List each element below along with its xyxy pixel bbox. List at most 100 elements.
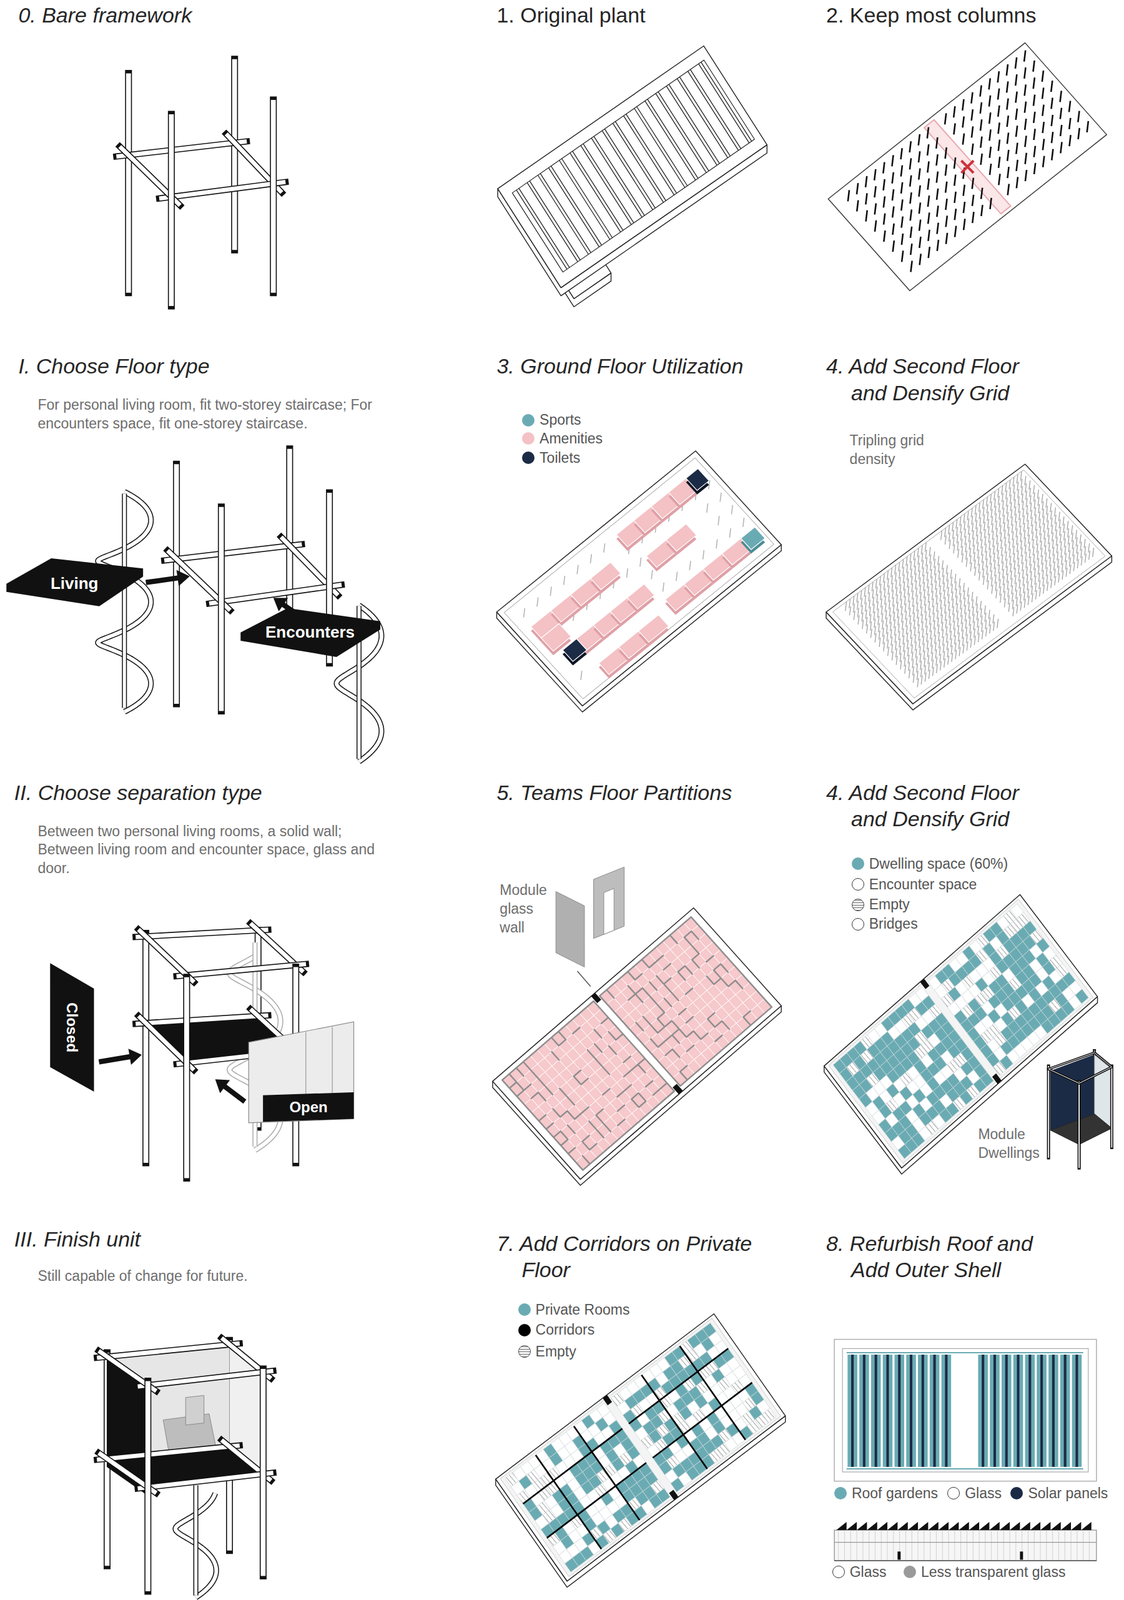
room-block xyxy=(562,638,587,662)
arrow xyxy=(98,1048,142,1065)
beam xyxy=(96,1445,240,1460)
solar-panel-strip xyxy=(1064,1354,1067,1467)
node-text-area: Closed xyxy=(48,961,97,1094)
legend-label: Amenities xyxy=(539,430,603,448)
roof-band xyxy=(846,1468,1084,1470)
legend-swatch xyxy=(518,1345,531,1358)
legend-swatch xyxy=(522,432,535,445)
column xyxy=(259,1368,267,1577)
grid-cell xyxy=(660,1082,675,1098)
sawtooth-roof xyxy=(999,1521,1010,1530)
solar-panel-strip xyxy=(1005,1354,1008,1467)
roof-garden-strip xyxy=(1013,1354,1024,1467)
beam xyxy=(135,1015,268,1025)
plan-edge xyxy=(492,1005,782,1186)
label-holder: 4. Add Second Floor and Densify Grid xyxy=(826,352,1040,406)
roof-inner xyxy=(842,1348,1089,1472)
legend-item: Sports xyxy=(522,410,581,430)
sawtooth-roof xyxy=(917,1521,928,1530)
roof-garden-strip xyxy=(977,1354,988,1467)
glass-mullions xyxy=(838,1529,1090,1561)
legend-item: Empty xyxy=(851,895,910,915)
label-holder: Still capable of change for future. xyxy=(37,1266,390,1286)
column xyxy=(232,59,238,250)
label-holder: II. Choose separation type xyxy=(14,779,351,807)
legend-label: Bridges xyxy=(869,915,918,933)
label-holder: 7. Add Corridors on Private Floor xyxy=(496,1230,790,1284)
wall-shape xyxy=(49,962,94,1092)
panel-note: Tripling grid density xyxy=(849,431,963,469)
dwelling-plan xyxy=(824,894,1113,1174)
panel-note: Between two personal living rooms, a sol… xyxy=(37,822,390,879)
node-label: Living xyxy=(50,574,99,593)
panel-title: 4. Add Second Floor and Densify Grid xyxy=(826,352,1040,406)
label-holder: Module glass wall xyxy=(499,881,553,938)
beam xyxy=(164,544,302,561)
solar-panel-strip xyxy=(1052,1354,1055,1467)
column xyxy=(169,114,175,306)
solar-panel-strip xyxy=(933,1354,937,1467)
roof-garden-strip xyxy=(882,1354,893,1467)
roof-garden-strip xyxy=(941,1354,952,1467)
roof-garden-strip xyxy=(917,1354,928,1467)
door-mark xyxy=(897,1551,901,1560)
label-holder: 2. Keep most columns xyxy=(826,1,1124,29)
label-holder: 3. Ground Floor Utilization xyxy=(496,352,834,380)
callout-label: Module Dwellings xyxy=(977,1125,1052,1163)
sawtooth-roof xyxy=(1080,1521,1091,1530)
panel-title: II. Choose separation type xyxy=(14,779,351,807)
solar-panel-strip xyxy=(1016,1354,1020,1467)
node-label: Closed xyxy=(63,1002,80,1053)
sawtooth-roof xyxy=(1050,1521,1061,1530)
column-marks xyxy=(845,542,999,688)
legend-item: Amenities xyxy=(522,428,603,448)
solar-panel-strip xyxy=(1040,1354,1043,1467)
section-shell xyxy=(834,1529,1097,1561)
legend-swatch xyxy=(851,877,865,891)
legend-label: Glass xyxy=(964,1484,1002,1502)
beam xyxy=(164,544,302,561)
glass-wall-module xyxy=(555,891,585,968)
stair-mark xyxy=(602,1394,612,1405)
sawtooth-roof xyxy=(866,1521,877,1530)
beam xyxy=(96,1445,240,1460)
beam xyxy=(138,1472,274,1489)
legend-item: Private Rooms xyxy=(518,1300,631,1319)
module-beam xyxy=(1048,1052,1112,1084)
legend-label: Corridors xyxy=(535,1321,596,1339)
slab-shape xyxy=(240,607,381,657)
beam xyxy=(138,1370,274,1387)
column xyxy=(182,977,190,1179)
sawtooth-roof xyxy=(1009,1521,1020,1530)
roof-plan xyxy=(834,1339,1097,1482)
beam xyxy=(138,1370,274,1387)
grid-cell xyxy=(762,1408,777,1423)
column xyxy=(219,507,225,712)
legend-item: Roof gardens xyxy=(834,1483,938,1503)
glass-door-panel: Open xyxy=(246,1019,356,1124)
panel-title: 0. Bare framework xyxy=(18,1,447,29)
legend-swatch xyxy=(522,451,535,464)
sawtooth-roof xyxy=(887,1521,898,1530)
room-block xyxy=(638,615,669,643)
solar-panel-strip xyxy=(897,1354,901,1467)
sawtooth-roof xyxy=(979,1521,990,1530)
plan-outline xyxy=(492,907,782,1179)
staircase-pole xyxy=(194,1484,198,1595)
sawtooth-roof xyxy=(856,1521,867,1530)
staircase xyxy=(98,492,152,712)
arrow xyxy=(145,570,190,587)
legend-swatch xyxy=(851,898,865,912)
node-text-area: Encounters xyxy=(238,606,382,659)
roof-garden-strip xyxy=(859,1354,870,1467)
sawtooth-roof xyxy=(897,1521,908,1530)
panel-title: 7. Add Corridors on Private Floor xyxy=(496,1230,790,1284)
column xyxy=(124,73,132,293)
stair-mark xyxy=(591,992,602,1004)
solar-panel-strip xyxy=(981,1354,985,1467)
legend-label: Dwelling space (60%) xyxy=(869,855,1008,873)
sawtooth-roof xyxy=(877,1521,888,1530)
grid-cell xyxy=(1075,989,1089,1004)
sawtooth-roof xyxy=(958,1521,969,1530)
module-column xyxy=(1047,1065,1051,1158)
